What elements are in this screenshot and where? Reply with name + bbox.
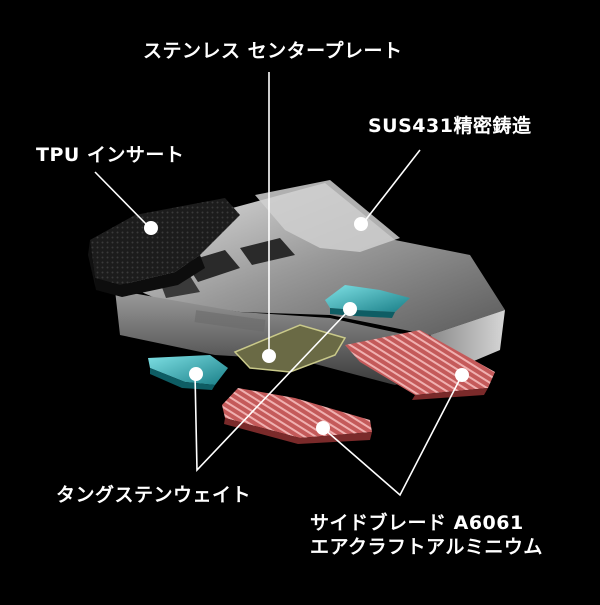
label-side-blade: サイドブレード A6061 エアクラフトアルミニウム xyxy=(310,512,543,560)
side-blade-left xyxy=(222,388,372,444)
label-center-plate: ステンレス センタープレート xyxy=(143,40,403,62)
label-tpu-insert: TPU インサート xyxy=(36,144,185,166)
tpu-insert xyxy=(88,198,240,297)
leader-dots xyxy=(144,217,469,435)
center-plate xyxy=(233,324,347,373)
label-side-blade-line1: サイドブレード A6061 xyxy=(310,512,524,534)
label-side-blade-line2: エアクラフトアルミニウム xyxy=(310,535,543,558)
label-sus431: SUS431精密鋳造 xyxy=(368,115,532,137)
label-tungsten-weight: タングステンウェイト xyxy=(56,484,252,506)
leader-lines xyxy=(94,72,463,497)
tungsten-weight-front xyxy=(148,355,228,390)
